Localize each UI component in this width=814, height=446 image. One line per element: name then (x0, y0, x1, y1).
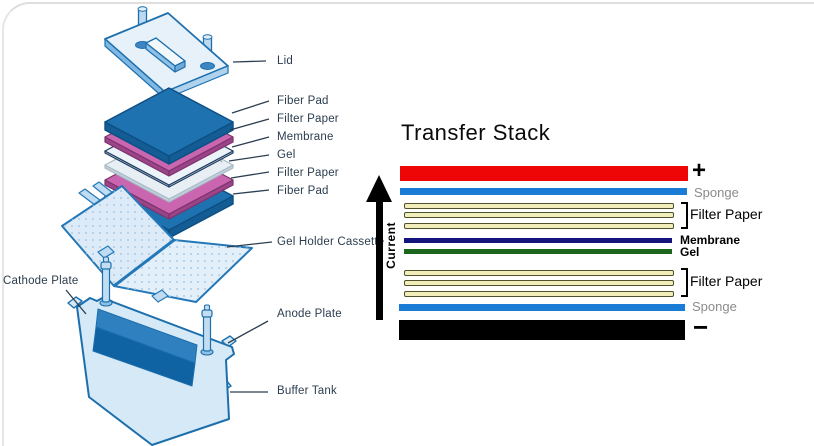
filter-paper-bracket-bottom (681, 268, 688, 297)
bar-gel (404, 249, 672, 254)
bar-sponge-top (400, 188, 687, 195)
negative-electrode-label: − (693, 312, 709, 342)
membrane-label: Membrane (680, 233, 741, 247)
label-cathode-plate: Cathode Plate (3, 275, 79, 287)
label-anode-plate: Anode Plate (277, 308, 342, 320)
filter-paper-bracket-top (681, 202, 688, 229)
bar-filter-paper-top-2 (404, 212, 674, 218)
label-filter-paper-bottom: Filter Paper (277, 167, 339, 179)
transfer-stack-title: Transfer Stack (401, 120, 551, 145)
label-gel: Gel (277, 149, 296, 161)
label-lid: Lid (277, 55, 293, 67)
gel-label: Gel (680, 245, 700, 259)
positive-electrode-label: + (692, 157, 707, 184)
current-label: Current (384, 222, 398, 269)
bar-filter-paper-bottom-3 (404, 291, 674, 297)
current-arrow-shaft (376, 200, 383, 320)
sponge-top-label: Sponge (694, 185, 739, 200)
bar-sponge-bottom (399, 304, 685, 311)
lid-shape (104, 6, 229, 100)
bar-positive-electrode (400, 166, 688, 181)
buffer-tank-shape (67, 256, 237, 446)
bar-negative-electrode (399, 320, 685, 340)
bar-filter-paper-bottom-1 (404, 270, 674, 276)
leader-lines (65, 60, 273, 393)
label-fiber-pad-bottom: Fiber Pad (277, 185, 329, 197)
sponge-bottom-label: Sponge (692, 299, 737, 314)
label-fiber-pad-top: Fiber Pad (277, 95, 329, 107)
filter-paper-top-label: Filter Paper (690, 206, 763, 222)
current-arrow-head (366, 175, 392, 202)
bar-filter-paper-bottom-2 (404, 280, 674, 286)
gel-holder-cassette-shape (61, 181, 253, 303)
bar-filter-paper-top-1 (404, 203, 674, 209)
bar-membrane (404, 238, 672, 243)
label-filter-paper-top: Filter Paper (277, 113, 339, 125)
label-gel-holder-cassette: Gel Holder Cassette (277, 236, 385, 248)
bar-filter-paper-top-3 (404, 223, 674, 229)
label-membrane: Membrane (277, 131, 334, 143)
filter-paper-bottom-label: Filter Paper (690, 273, 763, 289)
label-buffer-tank: Buffer Tank (277, 385, 337, 397)
apparatus-illustration (61, 6, 273, 446)
